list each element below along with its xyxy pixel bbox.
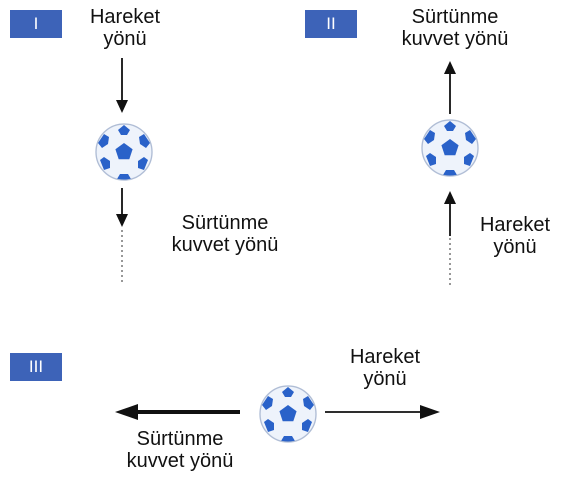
panel-2-soccer-ball (421, 119, 479, 177)
panel-3-motion-label-line-1: Hareket (349, 346, 421, 368)
panel-3-badge: III (10, 353, 62, 381)
panel-3-friction-label: Sürtünme kuvvet yönü (110, 428, 250, 472)
panel-3-motion-label-line-2: yönü (363, 368, 407, 390)
panel-2-motion-label: Hareket yönü (460, 214, 570, 258)
panel-1-badge: I (10, 10, 62, 38)
panel-1-friction-arrow (116, 188, 128, 285)
panel-2-friction-label: Sürtünme kuvvet yönü (385, 6, 525, 50)
panel-3-soccer-ball (259, 385, 317, 443)
panel-2-motion-arrow (444, 191, 456, 285)
panel-3-motion-label: Hareket yönü (330, 346, 440, 390)
panel-2-badge: II (305, 10, 357, 38)
panel-1-motion-label: Hareket yönü (70, 6, 180, 50)
panel-2-badge-text: II (326, 14, 336, 33)
panel-1-motion-label-line-1: Hareket (89, 6, 161, 28)
panel-3-friction-label-line-1: Sürtünme (136, 428, 224, 450)
panel-3-badge-text: III (28, 357, 44, 376)
panel-3-friction-arrow (115, 404, 240, 420)
panel-2-friction-arrow (444, 61, 456, 114)
panel-2-motion-label-line-1: Hareket (479, 214, 551, 236)
panel-2-friction-label-line-2: kuvvet yönü (401, 28, 509, 50)
panel-1-friction-label-line-2: kuvvet yönü (171, 234, 279, 256)
panel-1-badge-text: I (33, 14, 39, 33)
panel-2-friction-label-line-1: Sürtünme (411, 6, 499, 28)
panel-3-motion-arrow (325, 405, 440, 419)
panel-1-friction-label: Sürtünme kuvvet yönü (155, 212, 295, 256)
panel-1-motion-label-line-2: yönü (103, 28, 147, 50)
panel-1-motion-arrow (116, 58, 128, 113)
panel-1-friction-label-line-1: Sürtünme (181, 212, 269, 234)
panel-2-motion-label-line-2: yönü (493, 236, 537, 258)
panel-3-friction-label-line-2: kuvvet yönü (126, 450, 234, 472)
panel-1-soccer-ball (95, 123, 153, 181)
